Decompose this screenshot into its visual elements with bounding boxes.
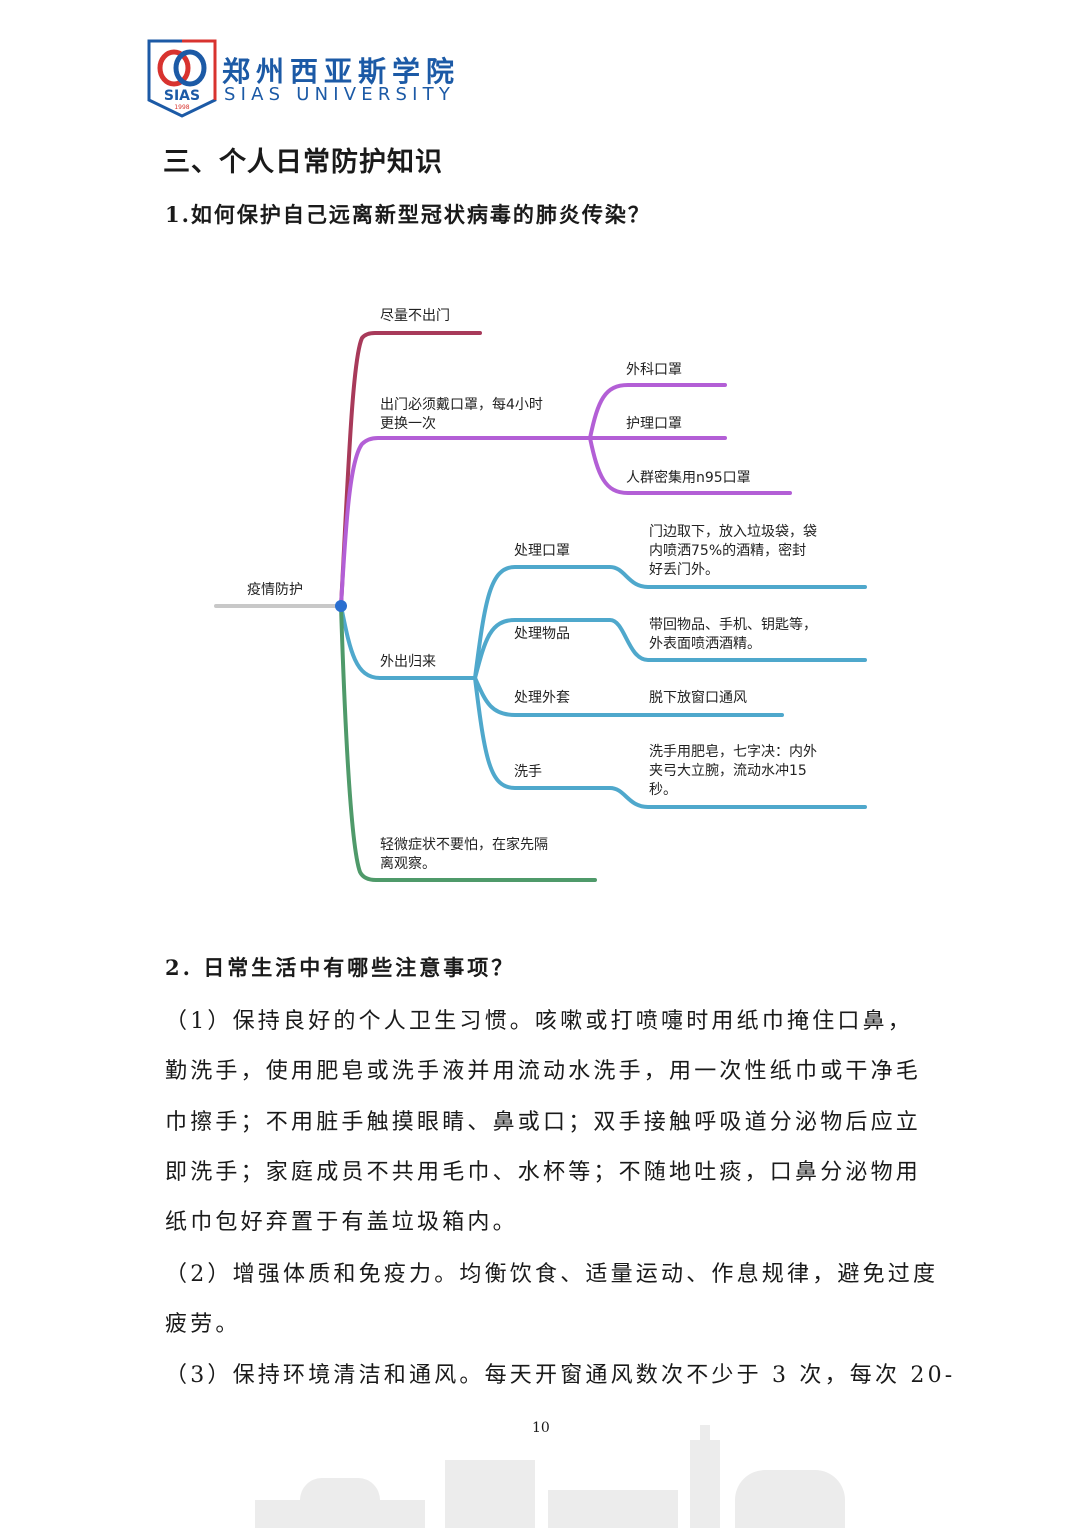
node-handle-mask-detail: 门边取下，放入垃圾袋，袋 bbox=[649, 524, 817, 540]
logo-chinese-name: 郑州西亚斯学院 bbox=[222, 55, 461, 88]
branch-line-return-home bbox=[339, 604, 477, 680]
node-wash-hands-detail: 洗手用肥皂，七字决：内外 bbox=[649, 744, 817, 760]
branch-line-mask-n95 bbox=[588, 436, 792, 495]
root-node-dot bbox=[335, 600, 347, 612]
node-mild-symptoms-line2: 离观察。 bbox=[380, 855, 436, 872]
paragraph-line: 疲劳。 bbox=[165, 1312, 241, 1337]
node-surgical-mask: 外科口罩 bbox=[626, 362, 682, 378]
node-n95-mask: 人群密集用n95口罩 bbox=[626, 469, 751, 486]
node-handle-coat-detail: 脱下放窗口通风 bbox=[649, 689, 747, 706]
node-handle-items-detail: 带回物品、手机、钥匙等， bbox=[649, 616, 817, 633]
mindmap-root-label: 疫情防护 bbox=[247, 582, 303, 598]
question-1-heading: 1.如何保护自己远离新型冠状病毒的肺炎传染？ bbox=[165, 202, 651, 227]
node-wash-hands-detail: 夹弓大立腕，流动水冲15 bbox=[649, 763, 807, 779]
paragraph-line: （1）保持良好的个人卫生习惯。咳嗽或打喷嚏时用纸巾掩住口鼻， bbox=[165, 1009, 913, 1034]
paragraph-line: （3）保持环境清洁和通风。每天开窗通风数次不少于 3 次，每次 20- bbox=[165, 1363, 956, 1388]
question-2-heading: 2. 日常生活中有哪些注意事项？ bbox=[165, 955, 516, 980]
logo-badge-text: SIAS bbox=[164, 88, 200, 104]
branch-line-handle-coat bbox=[473, 676, 784, 717]
node-wear-mask-line1: 出门必须戴口罩，每4小时 bbox=[380, 397, 543, 413]
paragraph-line: 勤洗手，使用肥皂或洗手液并用流动水洗手，用一次性纸巾或干净毛 bbox=[165, 1059, 922, 1084]
branch-line-wear-mask bbox=[339, 436, 592, 608]
section-title: 三、个人日常防护知识 bbox=[163, 147, 443, 178]
node-handle-coat: 处理外套 bbox=[514, 690, 570, 706]
branch-line-wash-hands bbox=[473, 676, 867, 809]
logo-year-text: 1998 bbox=[174, 104, 189, 111]
node-return-home: 外出归来 bbox=[380, 653, 436, 670]
node-handle-items: 处理物品 bbox=[514, 626, 570, 642]
branch-line-mild-symptoms bbox=[339, 604, 597, 882]
branch-line-handle-mask bbox=[473, 565, 867, 680]
node-handle-items-detail: 外表面喷洒酒精。 bbox=[649, 636, 761, 652]
node-nursing-mask: 护理口罩 bbox=[626, 416, 682, 432]
sias-logo-icon: SIAS 1998 bbox=[147, 39, 217, 118]
node-mild-symptoms-line1: 轻微症状不要怕，在家先隔 bbox=[380, 836, 548, 853]
node-wash-hands-detail: 秒。 bbox=[649, 782, 677, 798]
mindmap-diagram: 疫情防护 尽量不出门 出门必须戴口罩，每4小时 更换一次 外科口罩 护理口罩 人… bbox=[214, 308, 867, 882]
branch-line-stay-home bbox=[339, 331, 482, 608]
branch-line-handle-items bbox=[473, 618, 867, 680]
node-wear-mask-line2: 更换一次 bbox=[380, 415, 436, 432]
node-wash-hands: 洗手 bbox=[514, 764, 542, 780]
node-stay-home: 尽量不出门 bbox=[380, 308, 450, 324]
paragraph-line: 纸巾包好弃置于有盖垃圾箱内。 bbox=[165, 1210, 518, 1235]
paragraph-line: （2）增强体质和免疫力。均衡饮食、适量运动、作息规律，避免过度 bbox=[165, 1262, 939, 1287]
paragraph-line: 即洗手；家庭成员不共用毛巾、水杯等；不随地吐痰，口鼻分泌物用 bbox=[165, 1160, 922, 1185]
node-handle-mask-detail: 内喷洒75%的酒精，密封 bbox=[649, 542, 806, 559]
node-handle-mask: 处理口罩 bbox=[514, 543, 570, 559]
paragraph-line: 巾擦手；不用脏手触摸眼睛、鼻或口；双手接触呼吸道分泌物后应立 bbox=[165, 1110, 922, 1135]
logo-english-name: SIAS UNIVERSITY bbox=[224, 84, 456, 105]
node-handle-mask-detail: 好丢门外。 bbox=[649, 562, 719, 578]
page-number: 10 bbox=[532, 1420, 550, 1436]
branch-line-mask-surgical bbox=[588, 383, 727, 440]
